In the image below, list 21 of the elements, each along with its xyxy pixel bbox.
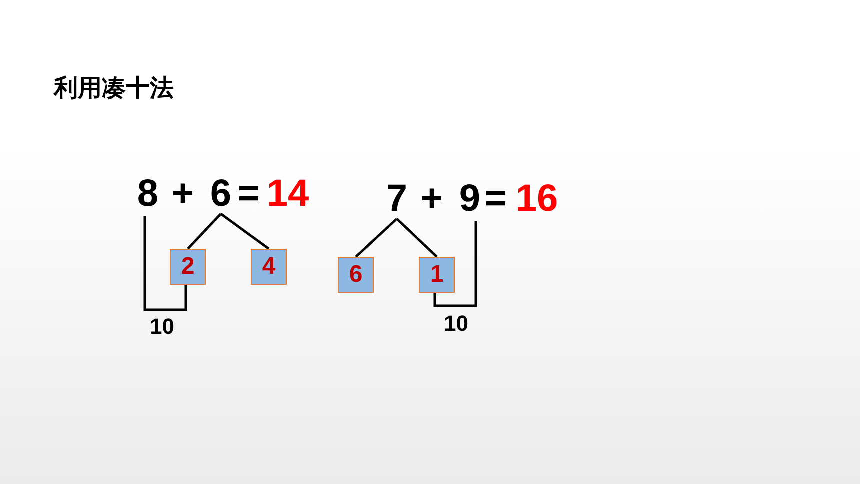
math-symbol: +: [170, 176, 196, 212]
number: 6: [207, 176, 235, 212]
number-box: 4: [251, 249, 287, 285]
math-symbol: +: [420, 181, 444, 217]
math-symbol: =: [236, 176, 262, 212]
number-box: 1: [419, 257, 455, 293]
number-box: 6: [338, 257, 374, 293]
branch-line: [220, 212, 270, 250]
bracket-connector: [144, 216, 188, 312]
number: 8: [134, 176, 162, 212]
number-box: 2: [170, 249, 206, 285]
answer: 14: [266, 176, 310, 212]
branch-line: [187, 213, 222, 250]
branch-line: [355, 218, 398, 258]
number: 7: [383, 181, 411, 217]
title: 利用凑十法: [54, 73, 174, 104]
math-symbol: =: [484, 181, 508, 217]
bracket-connector: [434, 221, 478, 308]
branch-line: [396, 218, 438, 258]
number: 9: [456, 181, 484, 217]
answer: 16: [514, 181, 560, 217]
